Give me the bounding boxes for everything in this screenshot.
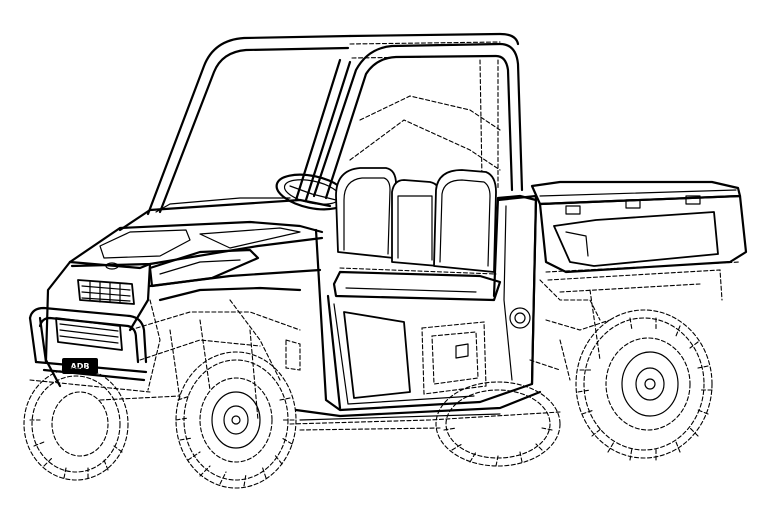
seats: [332, 167, 502, 302]
side-door: [294, 194, 542, 421]
front-right-wheel: [23, 367, 129, 481]
rear-suspension: [529, 279, 611, 381]
front-left-wheel: [175, 351, 297, 489]
rear-left-wheel: [575, 309, 713, 461]
chassis-underside: [289, 411, 561, 431]
rear-right-wheel: [435, 381, 561, 467]
front-suspension: [99, 299, 301, 421]
grille-badge: ADB: [71, 362, 90, 371]
roll-cage: [146, 32, 524, 216]
cargo-bed: [530, 180, 748, 301]
front-body: [44, 197, 332, 388]
